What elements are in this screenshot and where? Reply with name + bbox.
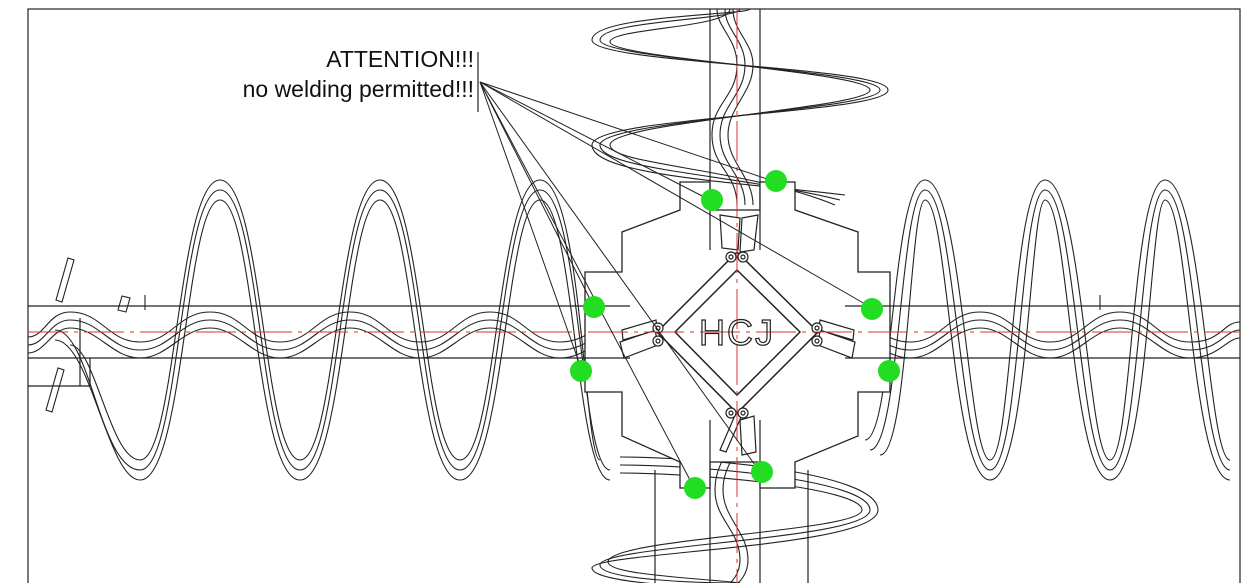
bottom-spiral-wire [591, 456, 879, 583]
no-weld-marker [751, 461, 773, 483]
right-wavy-wire [849, 311, 1240, 359]
no-weld-marker [701, 189, 723, 211]
no-weld-markers [570, 170, 900, 499]
top-wavy-wire [711, 9, 754, 206]
left-wavy-wire [28, 311, 626, 359]
no-weld-marker [861, 298, 883, 320]
warning-notice: ATTENTION!!! no welding permitted!!! [243, 44, 474, 104]
top-spiral-wire [591, 9, 889, 206]
leader-lines [479, 81, 873, 481]
logo-hcj: HCJ [699, 312, 775, 353]
drawing-frame [27, 8, 1241, 583]
no-weld-marker [878, 360, 900, 382]
rod-details [45, 257, 1101, 413]
clamp-blocks [619, 214, 856, 456]
notice-line-attention: ATTENTION!!! [326, 46, 474, 72]
no-weld-marker [765, 170, 787, 192]
no-weld-marker [583, 296, 605, 318]
bolts [652, 251, 823, 419]
no-weld-marker [684, 477, 706, 499]
no-weld-marker [570, 360, 592, 382]
right-spiral-wire [864, 179, 1231, 481]
notice-line-no-welding: no welding permitted!!! [242, 76, 474, 102]
center-lines [28, 9, 1240, 583]
left-spiral-wire [54, 179, 611, 481]
